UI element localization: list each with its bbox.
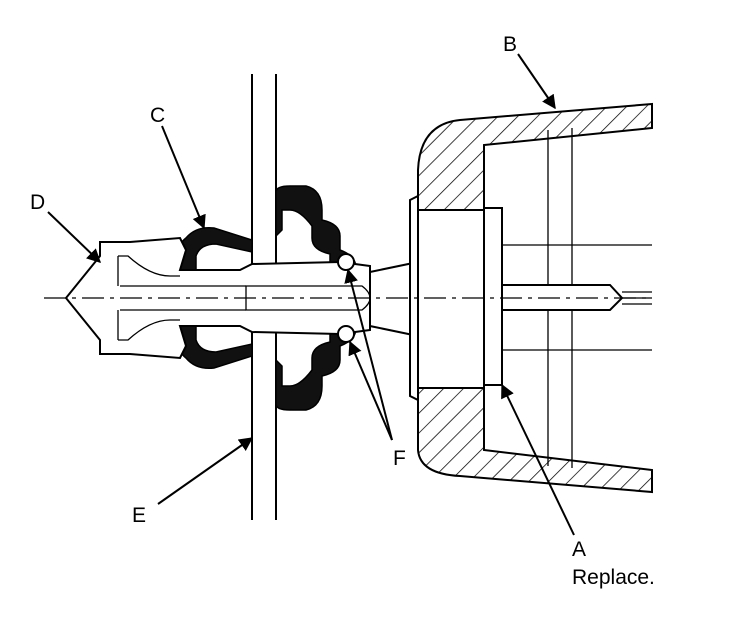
label-b: B: [503, 33, 517, 56]
label-a: A: [572, 538, 586, 561]
label-f: F: [393, 447, 406, 470]
leader-c: [161, 125, 206, 230]
grommet-seal: [275, 185, 357, 411]
leader-a: [501, 383, 575, 536]
leader-arrows: [47, 53, 575, 536]
o-rings-f: [337, 253, 355, 343]
labels: A Replace. B C D E F: [30, 33, 655, 589]
label-e: E: [132, 504, 146, 527]
leader-d: [47, 211, 102, 263]
label-c: C: [150, 104, 165, 127]
leader-f-bottom: [348, 340, 393, 441]
leader-f-top: [344, 268, 393, 441]
leader-b: [517, 53, 556, 110]
leader-e: [157, 437, 254, 505]
label-a-note: Replace.: [572, 566, 655, 589]
label-d: D: [30, 191, 45, 214]
